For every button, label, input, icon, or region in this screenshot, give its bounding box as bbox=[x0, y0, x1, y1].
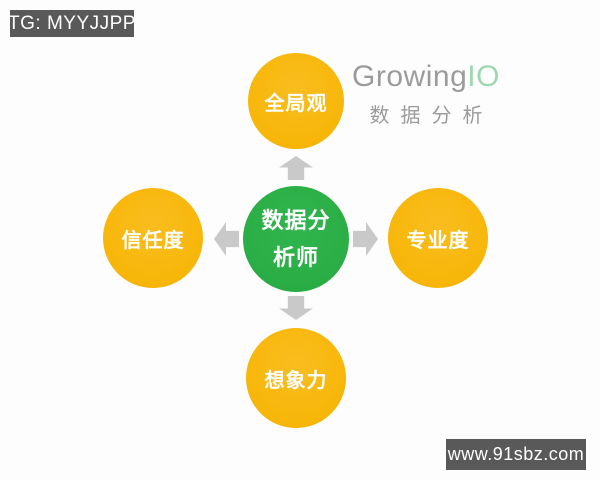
watermark-top-left: TG: MYYJJPP bbox=[8, 10, 135, 37]
node-circle-right: 专业度 bbox=[388, 188, 488, 288]
brand-text-io: IO bbox=[467, 60, 500, 93]
arrow-down-icon bbox=[279, 296, 313, 320]
node-circle-top: 全局观 bbox=[248, 53, 344, 149]
brand-text-growing: Growing bbox=[352, 60, 468, 93]
center-label-line2: 析师 bbox=[272, 245, 319, 270]
center-node-circle: 数据分 析师 bbox=[243, 186, 349, 292]
logo-subtitle: 数据分析 bbox=[369, 105, 494, 127]
node-label-left: 信任度 bbox=[121, 229, 185, 252]
growingio-logo: GrowingIO 数据分析 bbox=[348, 60, 504, 128]
center-label-line1: 数据分 bbox=[261, 208, 331, 233]
node-label-top: 全局观 bbox=[264, 92, 328, 115]
node-circle-left: 信任度 bbox=[103, 188, 203, 288]
arrow-left-icon bbox=[214, 222, 239, 256]
growingio-wordmark: GrowingIO bbox=[348, 60, 504, 93]
node-label-bottom: 想象力 bbox=[264, 369, 328, 392]
arrow-up-icon bbox=[279, 156, 313, 180]
watermark-bottom-right: www.91sbz.com bbox=[446, 439, 586, 470]
node-circle-bottom: 想象力 bbox=[246, 328, 346, 428]
arrow-right-icon bbox=[353, 222, 378, 256]
node-label-right: 专业度 bbox=[406, 229, 470, 252]
